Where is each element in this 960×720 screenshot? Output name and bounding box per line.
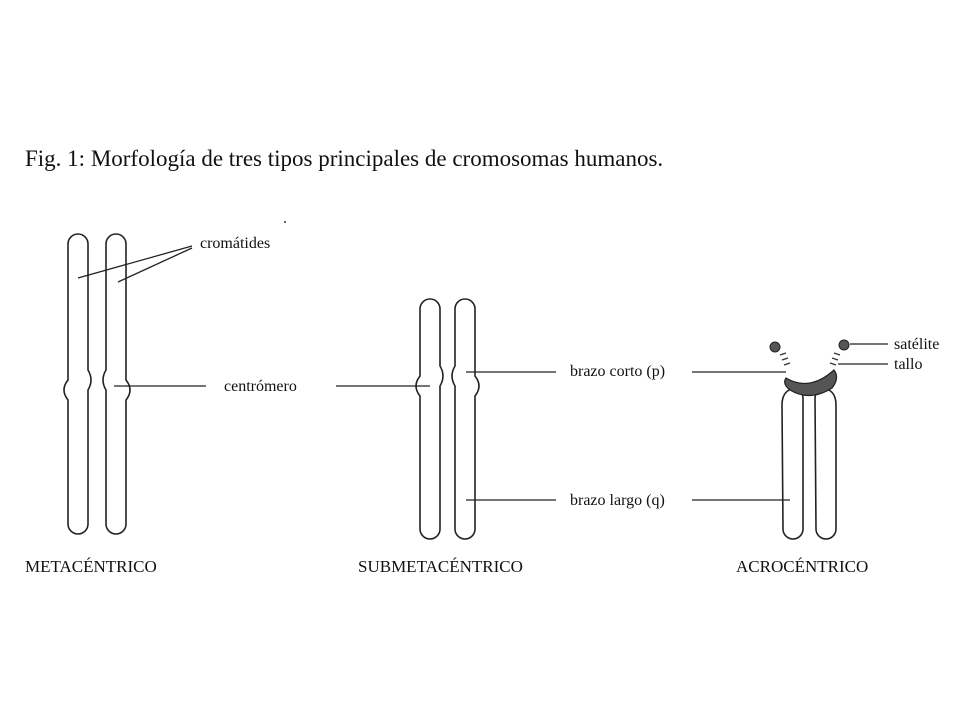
acrocentric-centromere-cap <box>784 369 838 397</box>
short-arm-label: brazo corto (p) <box>570 363 665 380</box>
stalk-label: tallo <box>894 356 922 373</box>
satellite-left <box>769 341 781 353</box>
centromere-label: centrómero <box>224 378 297 395</box>
submetacentric-chromosome <box>415 298 480 540</box>
acrocentric-label: ACROCÉNTRICO <box>736 557 868 576</box>
satellite-label: satélite <box>894 336 939 353</box>
figure-caption: Fig. 1: Morfología de tres tipos princip… <box>25 146 663 171</box>
scan-speck <box>284 221 286 223</box>
acrocentric-chromosome <box>769 339 850 540</box>
chromatids-label: cromátides <box>200 235 270 252</box>
satellite-right <box>838 339 850 351</box>
chromatids-leader-lines <box>77 245 193 283</box>
stalk-right <box>829 352 841 366</box>
metacentric-chromosome <box>63 233 131 535</box>
submetacentric-label: SUBMETACÉNTRICO <box>358 557 523 576</box>
metacentric-label: METACÉNTRICO <box>25 557 157 576</box>
long-arm-label: brazo largo (q) <box>570 492 665 509</box>
stalk-left <box>779 352 791 366</box>
